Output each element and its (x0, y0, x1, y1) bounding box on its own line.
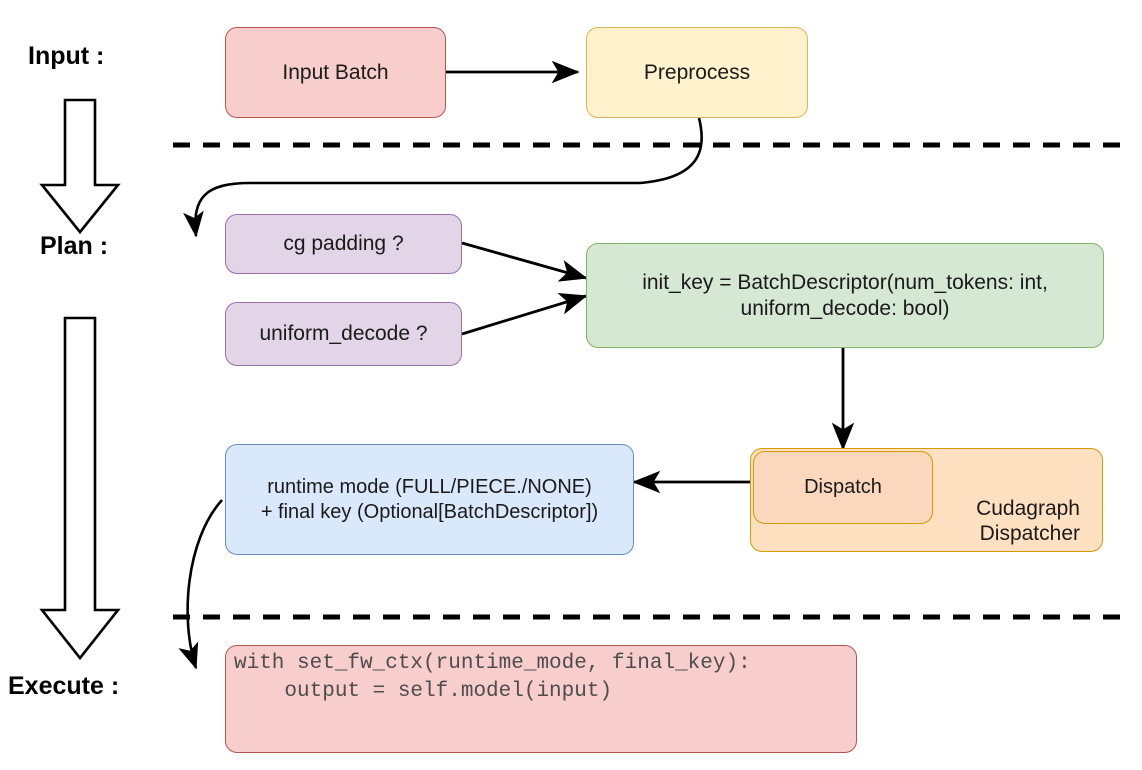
stage-label-execute: Execute : (8, 672, 120, 700)
node-init-key-line-2: uniform_decode: bool) (740, 296, 950, 320)
node-execute-code-line-1: with set_fw_ctx(runtime_mode, final_key)… (234, 652, 751, 675)
node-init-key-line-1: init_key = BatchDescriptor(num_tokens: i… (642, 270, 1048, 294)
node-cg-padding[interactable]: cg padding ? (225, 214, 462, 274)
node-runtime-mode[interactable]: runtime mode (FULL/PIECE./NONE) + final … (225, 444, 634, 555)
node-execute-code[interactable]: with set_fw_ctx(runtime_mode, final_key)… (225, 645, 857, 753)
node-dispatch-label: Dispatch (804, 476, 882, 499)
input-to-plan-block-arrow (39, 98, 121, 235)
node-preprocess-label: Preprocess (643, 60, 751, 84)
arrow-runtime-mode-to-execute-code (178, 499, 223, 670)
node-uniform-decode[interactable]: uniform_decode ? (225, 302, 462, 366)
node-input-batch[interactable]: Input Batch (225, 27, 446, 118)
node-input-batch-label: Input Batch (282, 60, 389, 84)
node-init-key[interactable]: init_key = BatchDescriptor(num_tokens: i… (586, 243, 1104, 348)
node-dispatch[interactable]: Dispatch (753, 451, 933, 524)
plan-to-execute-block-arrow (39, 316, 121, 661)
arrow-cg-padding-to-init-key (461, 241, 588, 282)
node-runtime-mode-line-1: runtime mode (FULL/PIECE./NONE) (267, 476, 592, 499)
node-preprocess[interactable]: Preprocess (586, 27, 808, 118)
node-execute-code-line-2: output = self.model(input) (234, 680, 613, 704)
arrow-uniform-decode-to-init-key (461, 293, 588, 336)
stage-label-plan: Plan : (40, 232, 109, 260)
node-cg-padding-label: cg padding ? (283, 232, 404, 256)
node-uniform-decode-label: uniform_decode ? (259, 322, 428, 346)
stage-label-input: Input : (28, 42, 105, 70)
node-runtime-mode-line-2: + final key (Optional[BatchDescriptor]) (260, 500, 599, 523)
node-cudagraph-dispatcher-line-1: Cudagraph (976, 496, 1080, 520)
node-cudagraph-dispatcher-line-2: Dispatcher (979, 522, 1080, 546)
